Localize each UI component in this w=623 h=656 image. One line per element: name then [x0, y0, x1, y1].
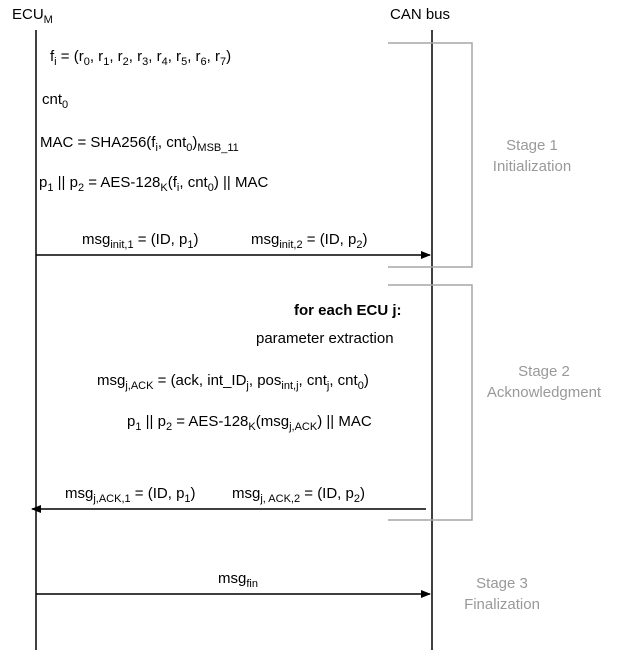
- parameter-extraction-label: parameter extraction: [256, 330, 394, 347]
- p1-p2-encryption: p1 || p2 = AES-128K(fi, cnt0) || MAC: [39, 174, 269, 194]
- ack-encryption: p1 || p2 = AES-128K(msgj,ACK) || MAC: [127, 413, 372, 433]
- stage1-label: Stage 1 Initialization: [492, 137, 572, 175]
- stage2-label: Stage 2 Acknowledgment: [486, 363, 602, 401]
- cnt0-label: cnt0: [42, 91, 69, 111]
- msg-init-2-label: msginit,2 = (ID, p2): [251, 231, 368, 251]
- msg-ack-definition: msgj,ACK = (ack, int_IDj, posint,j, cntj…: [97, 372, 369, 392]
- fi-definition: fi = (r0, r1, r2, r3, r4, r5, r6, r7): [50, 48, 232, 68]
- stage3-label: Stage 3 Finalization: [464, 575, 540, 613]
- for-each-ecu-heading: for each ECU j:: [294, 302, 402, 319]
- msg-ack-2-label: msgj, ACK,2 = (ID, p2): [232, 485, 365, 505]
- mac-definition: MAC = SHA256(fi, cnt0)MSB_11: [40, 134, 239, 154]
- stage2-bracket: [388, 284, 473, 521]
- msg-init-1-label: msginit,1 = (ID, p1): [82, 231, 199, 251]
- msg-ack-1-label: msgj,ACK,1 = (ID, p1): [65, 485, 196, 505]
- stage1-bracket: [388, 42, 473, 268]
- msg-fin-label: msgfin: [218, 570, 258, 590]
- ecu-participant-label: ECUM: [12, 6, 53, 26]
- can-bus-participant-label: CAN bus: [390, 6, 451, 23]
